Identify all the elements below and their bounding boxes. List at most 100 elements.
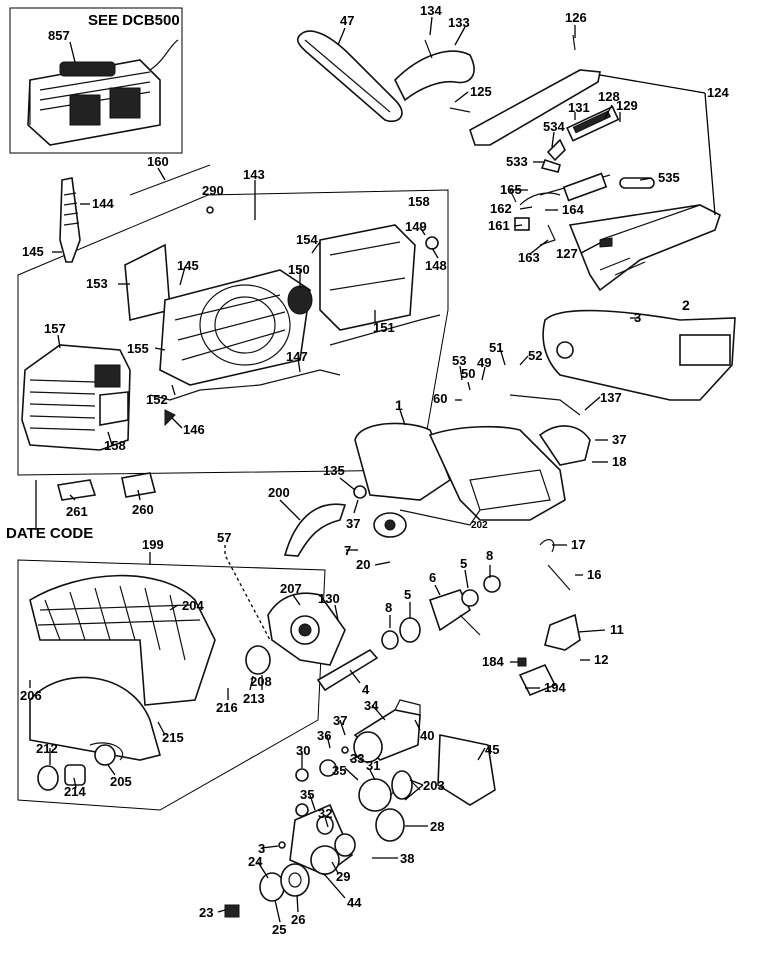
part-label: 206 bbox=[20, 688, 42, 703]
part-label: 199 bbox=[142, 537, 164, 552]
leader-lines bbox=[29, 16, 716, 923]
part-label: 33 bbox=[350, 751, 364, 766]
part-label: 857 bbox=[48, 28, 70, 43]
gearbox-drawing bbox=[289, 699, 496, 876]
part-label: 37 bbox=[612, 432, 626, 447]
part-label: 146 bbox=[183, 422, 205, 437]
part-label: 51 bbox=[489, 340, 503, 355]
part-label: 34 bbox=[364, 698, 379, 713]
part-label: 143 bbox=[243, 167, 265, 182]
part-label: 208 bbox=[250, 674, 272, 689]
part-label: 11 bbox=[610, 622, 624, 637]
part-label: 126 bbox=[565, 10, 587, 25]
part-label: 135 bbox=[323, 463, 345, 478]
segment-200-drawing bbox=[283, 503, 347, 557]
part-label: 8 bbox=[385, 600, 392, 615]
part-label: 158 bbox=[408, 194, 430, 209]
part-label: 152 bbox=[146, 392, 168, 407]
part-label: 20 bbox=[356, 557, 370, 572]
part-label: 53 bbox=[452, 353, 466, 368]
part-label: 148 bbox=[425, 258, 447, 273]
part-label: 290 bbox=[202, 183, 224, 198]
handle-cover-drawing bbox=[394, 50, 475, 102]
part-label: 534 bbox=[543, 119, 565, 134]
part-label: 49 bbox=[477, 355, 491, 370]
part-label: 161 bbox=[488, 218, 510, 233]
label-260-drawing bbox=[121, 472, 156, 498]
see-dcb500-note: SEE DCB500 bbox=[88, 12, 180, 29]
part-label: 216 bbox=[216, 700, 238, 715]
part-label: 137 bbox=[600, 390, 622, 405]
part-label: 125 bbox=[470, 84, 492, 99]
part-label: 8 bbox=[486, 548, 493, 563]
part-labels: 857 47 134 133 126 125 124 131 128 129 5… bbox=[20, 3, 729, 937]
part-label: 200 bbox=[268, 485, 290, 500]
part-label: 184 bbox=[482, 654, 504, 669]
part-label: 147 bbox=[286, 349, 308, 364]
shaft-4-drawing bbox=[316, 648, 379, 692]
part-label: 129 bbox=[616, 98, 638, 113]
part-label: 3 bbox=[634, 310, 641, 325]
part-label: 202 bbox=[471, 520, 488, 531]
part-label: 130 bbox=[318, 591, 340, 606]
part-label: 29 bbox=[336, 869, 350, 884]
part-label: 52 bbox=[528, 348, 542, 363]
part-label: 155 bbox=[127, 341, 149, 356]
part-label: 12 bbox=[594, 652, 608, 667]
part-label: 164 bbox=[562, 202, 584, 217]
part-label: 203 bbox=[423, 778, 445, 793]
part-label: 261 bbox=[66, 504, 88, 519]
part-label: 3 bbox=[258, 841, 265, 856]
part-label: 127 bbox=[556, 246, 578, 261]
part-label: 133 bbox=[448, 15, 470, 30]
part-label: 124 bbox=[707, 85, 729, 100]
part-label: 28 bbox=[430, 819, 444, 834]
part-label: 204 bbox=[182, 598, 204, 613]
part-label: 45 bbox=[485, 742, 499, 757]
part-label: 57 bbox=[217, 530, 231, 545]
strap-144-drawing bbox=[59, 177, 81, 263]
part-label: 158 bbox=[104, 438, 126, 453]
part-label: 25 bbox=[272, 922, 286, 937]
part-label: 128 bbox=[598, 89, 620, 104]
part-label: 150 bbox=[288, 262, 310, 277]
part-label: 23 bbox=[199, 905, 213, 920]
part-label: 163 bbox=[518, 250, 540, 265]
label-261-drawing bbox=[56, 479, 97, 501]
battery-pack-drawing bbox=[27, 39, 179, 146]
part-label: 153 bbox=[86, 276, 108, 291]
part-label: 37 bbox=[333, 713, 347, 728]
handle-assembly-drawing bbox=[449, 34, 721, 292]
part-label: 7 bbox=[344, 543, 351, 558]
part-label: 134 bbox=[420, 3, 442, 18]
part-label: 2 bbox=[682, 297, 690, 313]
part-label: 44 bbox=[347, 895, 362, 910]
part-label: 47 bbox=[340, 13, 354, 28]
part-label: 17 bbox=[571, 537, 585, 552]
part-label: 533 bbox=[506, 154, 528, 169]
part-label: 213 bbox=[243, 691, 265, 706]
part-label: 40 bbox=[420, 728, 434, 743]
battery-inset-frame bbox=[9, 7, 183, 154]
part-label: 215 bbox=[162, 730, 184, 745]
part-label: 6 bbox=[429, 570, 436, 585]
part-label: 5 bbox=[404, 587, 411, 602]
part-label: 145 bbox=[22, 244, 44, 259]
wire-147-drawing bbox=[149, 369, 341, 401]
part-label: 205 bbox=[110, 774, 132, 789]
part-label: 535 bbox=[658, 170, 680, 185]
part-label: 50 bbox=[461, 366, 475, 381]
motor-drawing bbox=[124, 224, 441, 386]
part-label: 37 bbox=[346, 516, 360, 531]
part-label: 4 bbox=[362, 682, 370, 697]
part-label: 194 bbox=[544, 680, 566, 695]
drive-belt-drawing bbox=[296, 30, 403, 122]
part-label: 131 bbox=[568, 100, 590, 115]
arm-1-drawing bbox=[354, 422, 591, 538]
motor-housing-157-drawing bbox=[21, 344, 131, 451]
part-label: 162 bbox=[490, 201, 512, 216]
guard-group-frame bbox=[17, 559, 326, 811]
part-label: 1 bbox=[395, 397, 403, 413]
date-code-note: DATE CODE bbox=[6, 525, 93, 542]
